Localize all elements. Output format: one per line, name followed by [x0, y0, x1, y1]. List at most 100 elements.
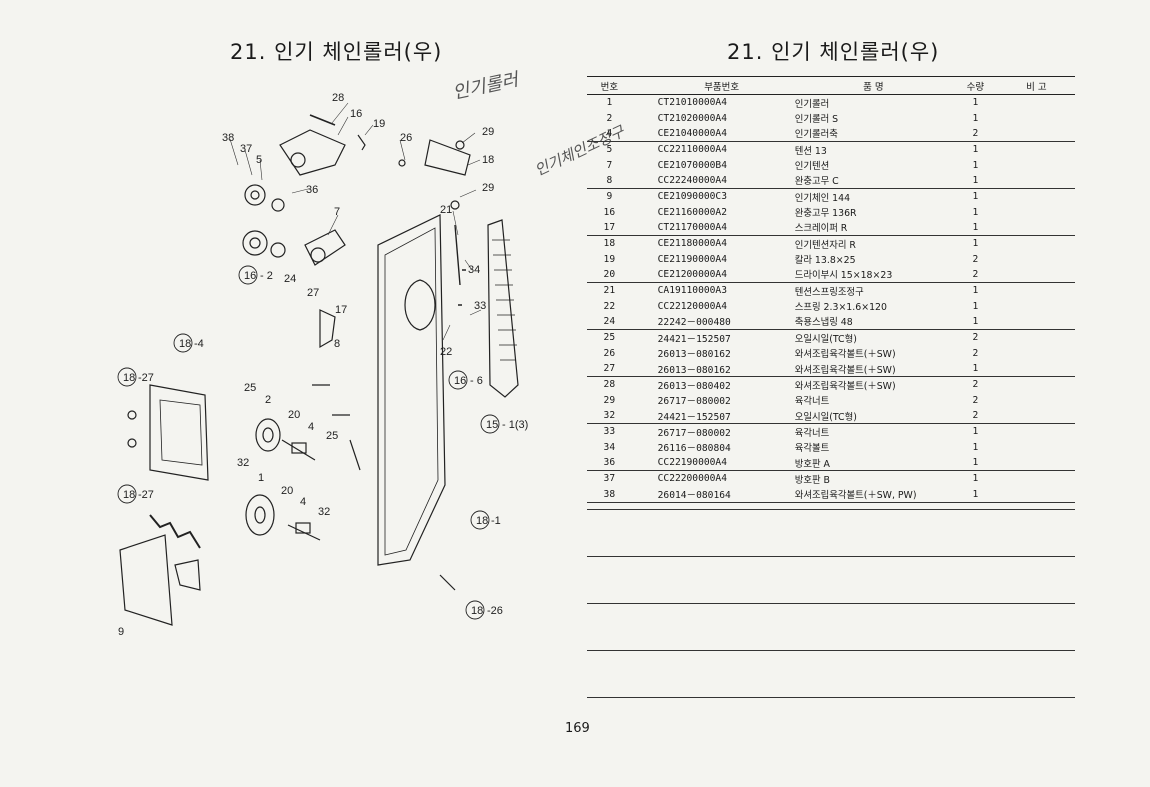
table-cell: CA19110000A3 — [631, 282, 787, 299]
table-cell: 33 — [587, 423, 632, 440]
diagram-callout-label: 16 — [454, 375, 466, 387]
table-cell — [998, 110, 1075, 125]
diagram-callout-label: 18 — [476, 515, 488, 527]
diagram-part-label: 9 — [118, 626, 124, 638]
table-cell: 7 — [606, 159, 613, 171]
table-cell: 22 — [603, 300, 616, 312]
diagram-callout-label: -4 — [194, 338, 204, 350]
diagram-part-label: 28 — [332, 92, 344, 104]
diagram-part-label: 4 — [308, 421, 314, 433]
column-header: 번호 — [587, 76, 632, 95]
table-cell: 완충고무 C — [794, 176, 839, 188]
table-cell: 1 — [972, 457, 979, 469]
table-cell: 4 — [606, 127, 613, 139]
diagram-callout-label: - 1(3) — [502, 419, 528, 431]
table-cell: 21 — [587, 282, 632, 299]
diagram-callout-label: 16 — [244, 270, 256, 282]
table-cell: CE21180000A4 — [631, 235, 787, 252]
diagram-part-label: 29 — [482, 182, 494, 194]
table-cell: CT21170000A4 — [657, 221, 727, 233]
table-cell: 9 — [587, 188, 632, 205]
diagram-part-label: 2 — [265, 394, 271, 406]
table-cell: 26014－080164 — [631, 486, 787, 503]
diagram-part-label: 19 — [373, 118, 385, 130]
table-cell: 육각너트 — [786, 423, 954, 440]
table-cell — [998, 440, 1075, 455]
table-cell: 16 — [603, 206, 616, 218]
table-cell: 와셔조립육각볼트(＋SW) — [794, 364, 896, 376]
table-cell: 1 — [953, 94, 998, 111]
table-cell: 27 — [603, 363, 616, 375]
diagram-part-label: 5 — [256, 154, 262, 166]
divider — [587, 650, 1075, 651]
table-cell — [998, 126, 1075, 142]
table-cell: 2 — [953, 329, 998, 346]
diagram-callout-label: 18 — [471, 605, 483, 617]
table-cell: 1 — [972, 206, 979, 218]
table-cell: CE21070000B4 — [657, 159, 727, 171]
diagram-part-label: 34 — [468, 264, 480, 276]
table-cell: 드라이부시 15×18×23 — [794, 270, 893, 282]
table-cell: 1 — [972, 221, 979, 233]
table-cell — [997, 486, 1075, 503]
table-cell — [998, 346, 1075, 361]
table-cell: 17 — [603, 221, 616, 233]
table-cell: 1 — [953, 470, 998, 487]
diagram-callout-label: -27 — [138, 372, 154, 384]
diagram-callout-label: 18 — [179, 338, 191, 350]
diagram-callout-label: -27 — [138, 489, 154, 501]
table-cell: 25 — [587, 329, 632, 346]
table-cell: 26013－080162 — [657, 349, 731, 361]
table-cell: CE21160000A2 — [657, 206, 727, 218]
table-cell: 1 — [953, 423, 998, 440]
table-cell: 32 — [603, 410, 616, 422]
table-cell — [997, 94, 1075, 111]
table-cell: 2 — [972, 410, 979, 422]
diagram-part-label: 32 — [318, 506, 330, 518]
table-cell: 2 — [953, 376, 998, 393]
diagram-part-label: 32 — [237, 457, 249, 469]
table-cell — [998, 314, 1075, 330]
diagram-part-label: 8 — [334, 338, 340, 350]
table-cell — [998, 393, 1075, 408]
page-number: 169 — [565, 721, 590, 736]
table-cell: 2 — [972, 394, 979, 406]
table-cell: 축용스냅링 48 — [794, 317, 853, 329]
diagram-part-label: 4 — [300, 496, 306, 508]
table-cell — [998, 204, 1075, 219]
table-cell: 인기텐션자리 R — [786, 235, 954, 252]
diagram-part-label: 1 — [258, 472, 264, 484]
table-cell: 2 — [972, 268, 979, 280]
table-cell: 스크레이퍼 R — [794, 223, 848, 235]
column-header: 비 고 — [997, 76, 1075, 95]
table-cell — [997, 423, 1075, 440]
diagram-callout-label: 15 — [486, 419, 498, 431]
table-cell — [998, 455, 1075, 471]
table-cell: 5 — [587, 141, 632, 158]
table-cell: CC22120000A4 — [657, 300, 727, 312]
table-cell: 19 — [603, 253, 616, 265]
table-cell: 인기체인 144 — [786, 188, 954, 205]
table-cell: 1 — [953, 235, 998, 252]
diagram-part-label: 25 — [326, 430, 338, 442]
diagram-part-label: 17 — [335, 304, 347, 316]
table-cell: 1 — [953, 141, 998, 158]
diagram-part-label: 36 — [306, 184, 318, 196]
table-cell — [997, 470, 1075, 487]
diagram-callout-label: -1 — [491, 515, 501, 527]
table-cell: 29 — [603, 394, 616, 406]
diagram-part-label: 16 — [350, 108, 362, 120]
column-header: 부품번호 — [631, 76, 787, 95]
table-cell: 20 — [603, 268, 616, 280]
